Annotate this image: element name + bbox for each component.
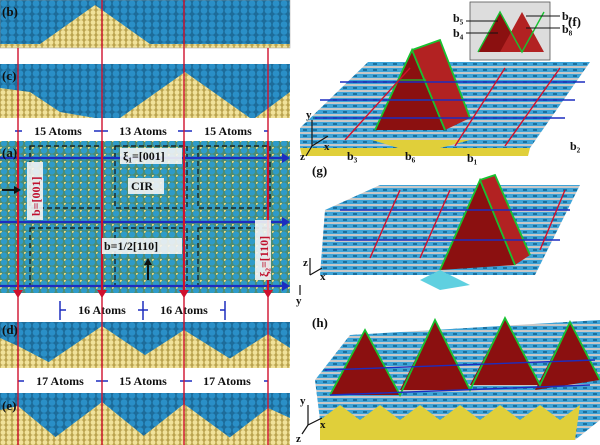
inset-b8: b₈ xyxy=(562,22,573,36)
panel-f-axes xyxy=(305,120,329,157)
arrow-head-icon xyxy=(282,281,290,291)
panel-c-yellow-middle xyxy=(120,72,250,118)
arrow-head-icon xyxy=(282,217,290,227)
red-guide-lines xyxy=(17,0,269,445)
burgers-arrow-icon xyxy=(144,258,152,265)
panel-e xyxy=(0,393,290,445)
f-axis-y: y xyxy=(306,109,312,121)
panel-f-pyramid-left xyxy=(375,50,445,130)
panel-h-label: (h) xyxy=(312,315,328,330)
spacing-label-3: 15 Atoms xyxy=(204,124,252,138)
cir-label: CIR xyxy=(131,179,153,193)
xi2-label: ξ₂=[110] xyxy=(257,236,271,277)
panel-g-axes xyxy=(299,258,323,295)
panel-f-label: (f) xyxy=(568,14,581,29)
dashed-box xyxy=(114,227,188,287)
spacing-label-6: 17 Atoms xyxy=(36,374,84,388)
spacing-row-top: 15 Atoms 13 Atoms 15 Atoms xyxy=(15,123,268,139)
inset-b4: b₄ xyxy=(453,26,464,40)
panel-d-yellow-middle-2 xyxy=(125,330,245,368)
h-axis-z: z xyxy=(296,433,301,445)
panel-d-label: (d) xyxy=(2,322,18,337)
arrow-head-icon xyxy=(282,153,290,163)
spacing-label-7: 15 Atoms xyxy=(119,374,167,388)
panel-b-yellow-region xyxy=(0,5,290,48)
burgers-b1: b₁ xyxy=(467,151,478,165)
xi1-label: ξ₁=[001] xyxy=(123,149,165,163)
h-axis-x: x xyxy=(320,419,326,431)
panel-d xyxy=(0,322,290,368)
b-center-label: b=1/2[110] xyxy=(104,239,158,253)
panel-d-yellow-right xyxy=(215,334,290,368)
spacing-row-bottom: 17 Atoms 15 Atoms 17 Atoms xyxy=(18,373,268,389)
burgers-b6: b₆ xyxy=(405,149,416,163)
panel-h-axes xyxy=(301,405,323,435)
panel-h xyxy=(315,316,600,440)
panel-d-yellow-left xyxy=(0,338,60,368)
panel-b xyxy=(0,0,291,49)
panel-c xyxy=(0,64,290,118)
spacing-label-8: 17 Atoms xyxy=(203,374,251,388)
f-axis-z: z xyxy=(300,151,305,163)
g-axis-z: z xyxy=(303,257,308,269)
panel-f-slab-edge xyxy=(300,148,530,156)
panel-e-label: (e) xyxy=(2,398,16,413)
burgers-b3: b₃ xyxy=(347,149,358,163)
panel-c-label: (c) xyxy=(2,68,16,83)
spacing-label-1: 15 Atoms xyxy=(34,124,82,138)
panel-a-label: (a) xyxy=(2,145,17,160)
panel-e-yellow-left xyxy=(0,406,65,445)
panel-c-yellow-right xyxy=(255,92,290,118)
g-axis-x: x xyxy=(320,271,326,283)
inset-b5: b₅ xyxy=(453,11,464,25)
dashed-box xyxy=(197,145,271,209)
panel-c-yellow-left xyxy=(0,88,95,118)
spacing-row-middle: 16 Atoms 16 Atoms xyxy=(59,301,226,320)
inset-b7: b₇ xyxy=(562,9,573,23)
panel-e-yellow-middle xyxy=(45,402,155,445)
panel-g-pyramid xyxy=(440,180,515,270)
panel-f xyxy=(300,1,590,156)
h-axis-y: y xyxy=(300,395,306,407)
panel-f-pyramid-right xyxy=(412,40,470,130)
b-left-label: b=[001] xyxy=(29,176,43,216)
spacing-label-2: 13 Atoms xyxy=(119,124,167,138)
dashed-box xyxy=(114,145,188,209)
g-axis-y: y xyxy=(296,295,302,307)
burgers-arrow-icon xyxy=(14,186,21,194)
f-axis-x: x xyxy=(324,141,330,153)
panel-a: ξ₁=[001] CIR b=1/2[110] b=[001] ξ₂=[110] xyxy=(0,141,290,298)
panel-a-atoms xyxy=(0,141,290,293)
panel-b-label: (b) xyxy=(2,4,18,19)
panel-g-label: (g) xyxy=(312,163,327,178)
burgers-b2: b₂ xyxy=(570,139,581,153)
panel-e-yellow-middle-2 xyxy=(132,404,240,445)
panel-g xyxy=(320,173,580,290)
panel-e-yellow-right xyxy=(220,408,290,445)
